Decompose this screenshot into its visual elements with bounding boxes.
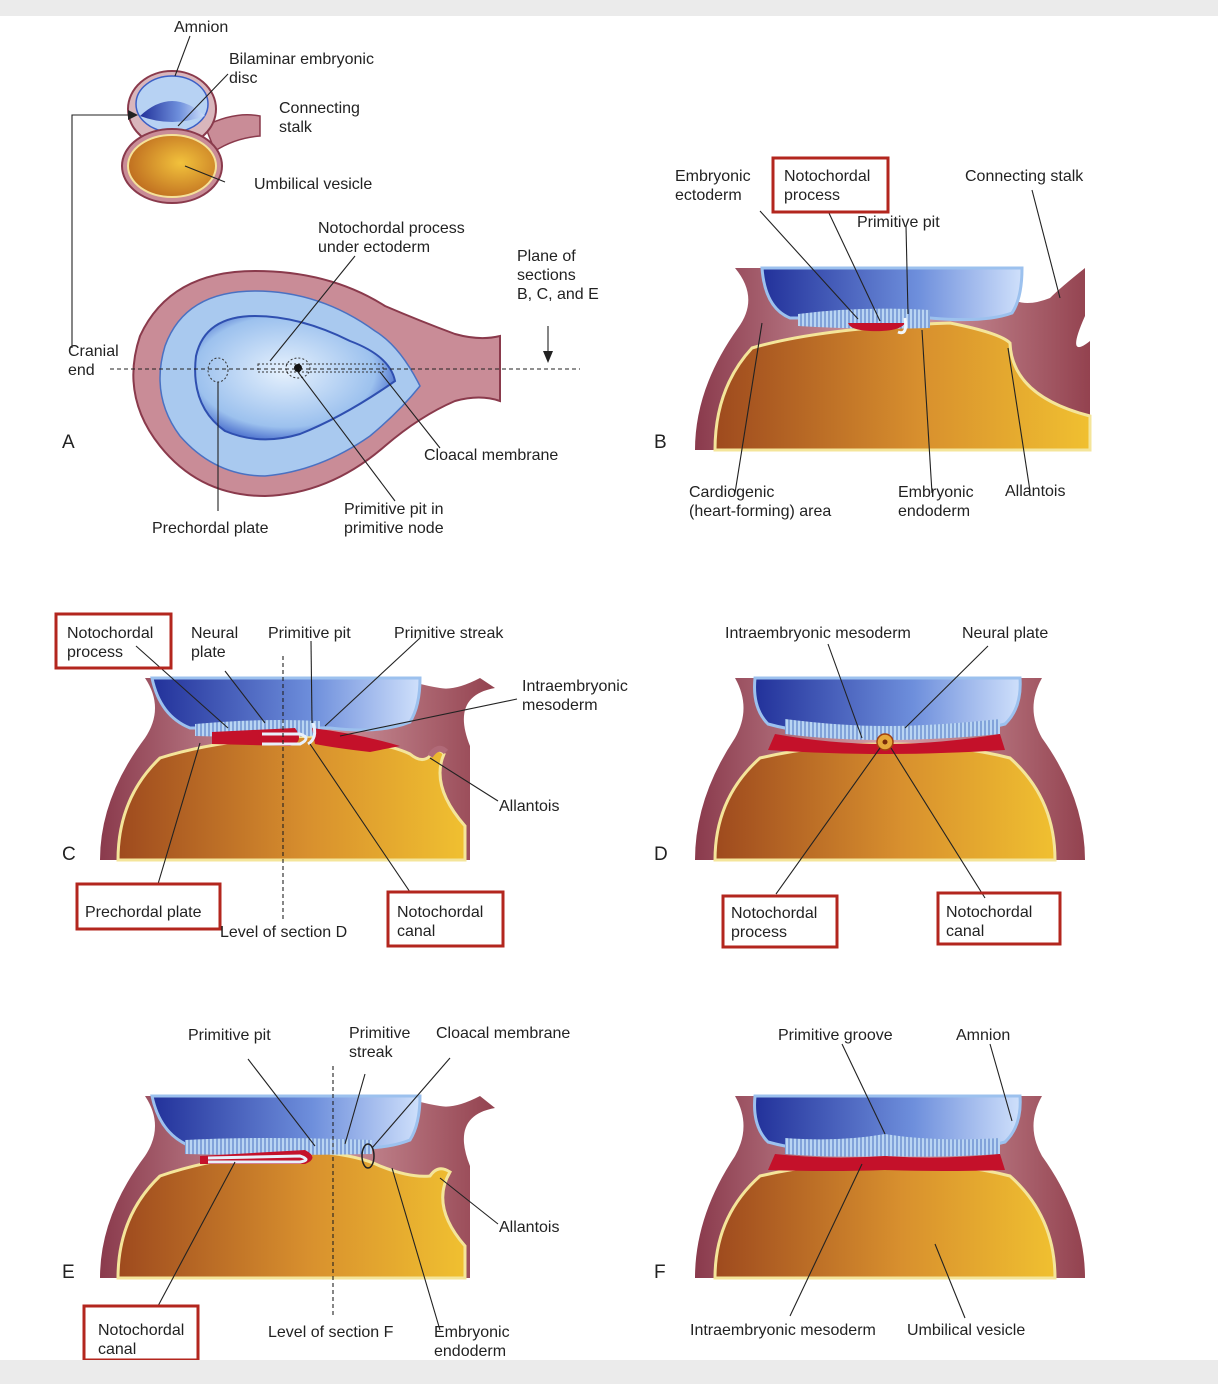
label-bilaminar-1: Bilaminar embryonic xyxy=(229,51,374,68)
label-pit-node-1: Primitive pit in xyxy=(344,501,444,518)
label-b-connecting-stalk: Connecting stalk xyxy=(965,168,1084,185)
highlight-box-d-notochordal xyxy=(721,894,839,949)
section-b xyxy=(695,266,1092,452)
label-f-intra: Intraembryonic mesoderm xyxy=(690,1322,876,1339)
label-cranial-1: Cranial xyxy=(68,343,119,360)
figure-page: Amnion Bilaminar embryonic disc Connecti… xyxy=(0,16,1218,1360)
label-c-notochordal-1: Notochordal xyxy=(67,625,153,642)
section-f xyxy=(695,1094,1085,1280)
label-f-primitive-groove: Primitive groove xyxy=(778,1027,893,1044)
label-e-streak-2: streak xyxy=(349,1044,394,1061)
label-b-endoderm-1: Embryonic xyxy=(898,484,974,501)
label-plane-1: Plane of xyxy=(517,248,576,265)
label-b-ectoderm-1: Embryonic xyxy=(675,168,751,185)
label-b-primitive-pit: Primitive pit xyxy=(857,214,940,231)
label-e-endoderm-2: endoderm xyxy=(434,1343,506,1360)
label-c-prechordal-plate: Prechordal plate xyxy=(85,904,202,921)
label-b-notochordal-2: process xyxy=(784,187,840,204)
label-e-endoderm-1: Embryonic xyxy=(434,1324,510,1341)
section-d xyxy=(695,676,1085,862)
highlight-box-d-canal xyxy=(936,891,1062,946)
label-notochordal-under-1: Notochordal process xyxy=(318,220,465,237)
label-d-neural-plate: Neural plate xyxy=(962,625,1048,642)
label-e-streak-1: Primitive xyxy=(349,1025,410,1042)
label-c-level-d: Level of section D xyxy=(220,924,347,941)
label-d-notochordal-2: process xyxy=(731,924,787,941)
section-e xyxy=(100,1094,495,1280)
panel-letter-e: E xyxy=(62,1262,75,1283)
label-e-allantois: Allantois xyxy=(499,1219,559,1236)
label-d-intra: Intraembryonic mesoderm xyxy=(725,625,911,642)
label-e-primitive-pit: Primitive pit xyxy=(188,1027,271,1044)
panel-f: Primitive groove Amnion Intraembryonic m… xyxy=(654,1027,1085,1339)
highlight-box-c-canal xyxy=(386,890,505,948)
label-b-allantois: Allantois xyxy=(1005,483,1065,500)
panel-letter-d: D xyxy=(654,844,668,865)
label-notochordal-under-2: under ectoderm xyxy=(318,239,430,256)
highlight-box-c-prechordal xyxy=(75,882,222,931)
panel-e: Primitive pit Primitive streak Cloacal m… xyxy=(62,1025,570,1360)
label-cranial-2: end xyxy=(68,362,95,379)
highlight-box-c-notochordal xyxy=(54,612,173,670)
label-e-cloacal-membrane: Cloacal membrane xyxy=(436,1025,570,1042)
panel-b: Embryonic ectoderm Notochordal process P… xyxy=(654,156,1092,520)
small-embryo xyxy=(121,70,261,204)
label-c-intra-2: mesoderm xyxy=(522,697,598,714)
label-umbilical-vesicle: Umbilical vesicle xyxy=(254,176,372,193)
label-f-amnion: Amnion xyxy=(956,1027,1010,1044)
label-b-endoderm-2: endoderm xyxy=(898,503,970,520)
label-e-canal-2: canal xyxy=(98,1341,136,1358)
label-d-notochordal-1: Notochordal xyxy=(731,905,817,922)
label-plane-2: sections xyxy=(517,267,576,284)
label-c-intra-1: Intraembryonic xyxy=(522,678,628,695)
label-b-ectoderm-2: ectoderm xyxy=(675,187,742,204)
highlight-box-b-notochordal xyxy=(771,156,890,214)
label-connecting-2: stalk xyxy=(279,119,313,136)
panel-a: Amnion Bilaminar embryonic disc Connecti… xyxy=(62,19,599,537)
panel-letter-c: C xyxy=(62,844,76,865)
label-c-primitive-streak: Primitive streak xyxy=(394,625,504,642)
label-f-umbilical-vesicle: Umbilical vesicle xyxy=(907,1322,1025,1339)
label-e-canal-1: Notochordal xyxy=(98,1322,184,1339)
label-d-canal-2: canal xyxy=(946,923,984,940)
label-prechordal-plate: Prechordal plate xyxy=(152,520,269,537)
section-c xyxy=(100,676,495,862)
embryo-figure: Amnion Bilaminar embryonic disc Connecti… xyxy=(54,19,1092,1360)
highlight-box-e-canal xyxy=(82,1304,200,1360)
panel-c: Notochordal process Neural plate Primiti… xyxy=(54,612,628,948)
label-c-canal-1: Notochordal xyxy=(397,904,483,921)
label-c-canal-2: canal xyxy=(397,923,435,940)
label-amnion: Amnion xyxy=(174,19,228,36)
label-pit-node-2: primitive node xyxy=(344,520,444,537)
label-c-primitive-pit: Primitive pit xyxy=(268,625,351,642)
panel-letter-a: A xyxy=(62,432,75,453)
panel-letter-f: F xyxy=(654,1262,666,1283)
label-e-level-f: Level of section F xyxy=(268,1324,394,1341)
label-b-notochordal-1: Notochordal xyxy=(784,168,870,185)
label-plane-3: B, C, and E xyxy=(517,286,599,303)
label-cloacal-membrane: Cloacal membrane xyxy=(424,447,558,464)
main-disc xyxy=(132,269,501,498)
label-c-neural-2: plate xyxy=(191,644,226,661)
label-c-notochordal-2: process xyxy=(67,644,123,661)
label-b-cardiogenic-2: (heart-forming) area xyxy=(689,503,831,520)
label-c-neural-1: Neural xyxy=(191,625,238,642)
label-c-allantois: Allantois xyxy=(499,798,559,815)
panel-d: Intraembryonic mesoderm Neural plate Not… xyxy=(654,625,1085,949)
label-bilaminar-2: disc xyxy=(229,70,257,87)
label-b-cardiogenic-1: Cardiogenic xyxy=(689,484,774,501)
panel-letter-b: B xyxy=(654,432,667,453)
label-d-canal-1: Notochordal xyxy=(946,904,1032,921)
label-connecting-1: Connecting xyxy=(279,100,360,117)
